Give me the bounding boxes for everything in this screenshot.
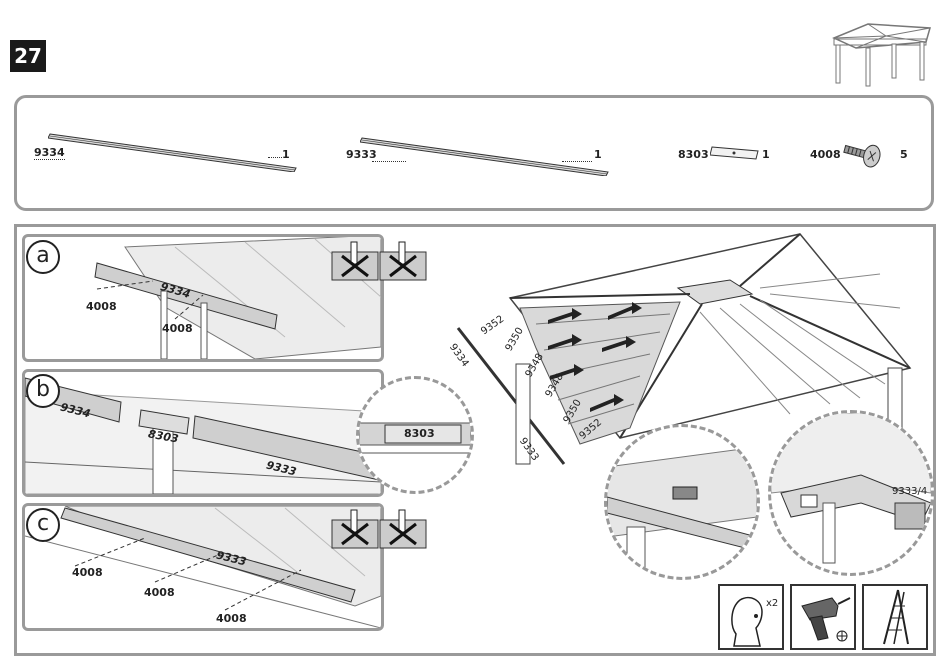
zoom-circle-gutter [604,424,760,580]
zoom-corner-label: 9333/4 [892,486,927,497]
step-letter-c: c [26,508,60,542]
screw-label: 4008 [86,300,117,313]
persons-count: x2 [766,598,778,609]
part-code: 8303 [678,148,709,161]
part-qty: 5 [900,148,908,161]
gazebo-icon [826,22,936,88]
part-code: 9334 [34,146,65,160]
no-overtighten-icon [330,508,428,554]
no-overtighten-icon [330,240,428,286]
part-qty: 1 [762,148,770,161]
screw-label: 4008 [72,566,103,579]
screw-label: 4008 [216,612,247,625]
panel-b [22,369,384,497]
part-code: 9333 [346,148,377,161]
person-icon [718,584,784,650]
part-9334-rail [48,130,298,172]
screw-label: 4008 [144,586,175,599]
ladder-icon [862,584,928,650]
step-letter-a: a [26,240,60,274]
step-letter-b: b [26,374,60,408]
part-qty: 1 [594,148,602,161]
part-9333-rail [360,134,610,176]
drill-icon [790,584,856,650]
connector-icon [710,145,760,161]
screw-icon [842,140,888,168]
part-qty: 1 [268,148,290,161]
zoom-connector-label: 8303 [404,427,435,440]
part-code: 4008 [810,148,841,161]
screw-label: 4008 [162,322,193,335]
step-number: 27 [10,40,46,72]
